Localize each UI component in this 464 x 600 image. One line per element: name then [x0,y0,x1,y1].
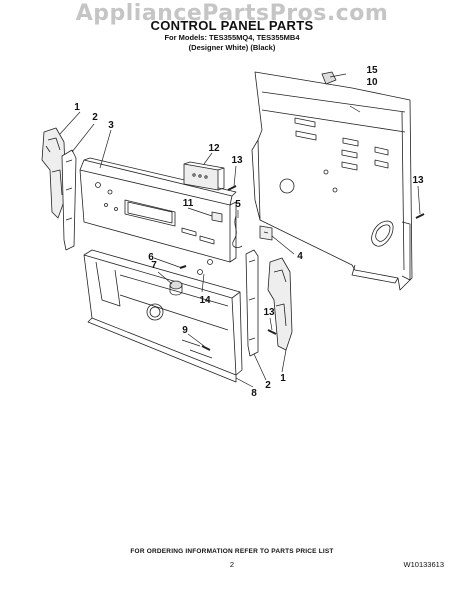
callout-1-lower: 1 [280,373,286,384]
bushing-a [197,269,203,275]
callout-4: 4 [297,251,303,262]
callout-3: 3 [108,120,114,131]
bushing-b [207,259,213,265]
switch-block [259,225,273,241]
page-number: 2 [229,560,235,569]
callout-7: 7 [151,260,157,271]
colors-line: (Designer White) (Black) [188,43,276,52]
right-end-cap [267,257,293,351]
control-panel [79,157,237,263]
callout-2-lower: 2 [265,380,271,391]
callout-14: 14 [199,295,211,306]
callout-8: 8 [251,388,257,399]
callout-5: 5 [235,199,241,210]
ordering-note: FOR ORDERING INFORMATION REFER TO PARTS … [130,548,334,555]
leader-lines [59,73,421,388]
screw-upper [227,185,237,191]
callout-13-upper: 13 [231,155,243,166]
callout-6: 6 [148,252,154,263]
models-line: For Models: TES355MQ4, TES355MB4 [164,33,300,42]
screw-lower [267,329,277,335]
callout-13-lower: 13 [263,307,275,318]
callout-13-right: 13 [412,175,424,186]
right-bracket [245,249,259,357]
knob [169,280,183,296]
connector [211,211,223,223]
rear-panel [251,71,413,291]
callout-12: 12 [208,143,220,154]
callout-1-upper: 1 [74,102,80,113]
screw-nine [201,345,211,351]
screw-right [415,213,425,219]
callout-labels: 1 2 3 12 13 11 5 15 10 13 4 6 7 14 13 9 … [74,65,424,399]
electronic-control [183,161,225,191]
left-end-cap [41,127,67,219]
left-bracket [61,149,77,251]
document-number: W10133613 [403,560,444,569]
callout-9: 9 [182,325,188,336]
callout-10: 10 [366,77,378,88]
wire-harness [232,215,243,248]
page-title: CONTROL PANEL PARTS [150,18,314,33]
lower-panel [83,249,243,383]
callout-2-upper: 2 [92,112,98,123]
models-block: For Models: TES355MQ4, TES355MB4 (Design… [0,33,464,53]
callout-15: 15 [366,65,378,76]
callout-11: 11 [183,198,194,209]
